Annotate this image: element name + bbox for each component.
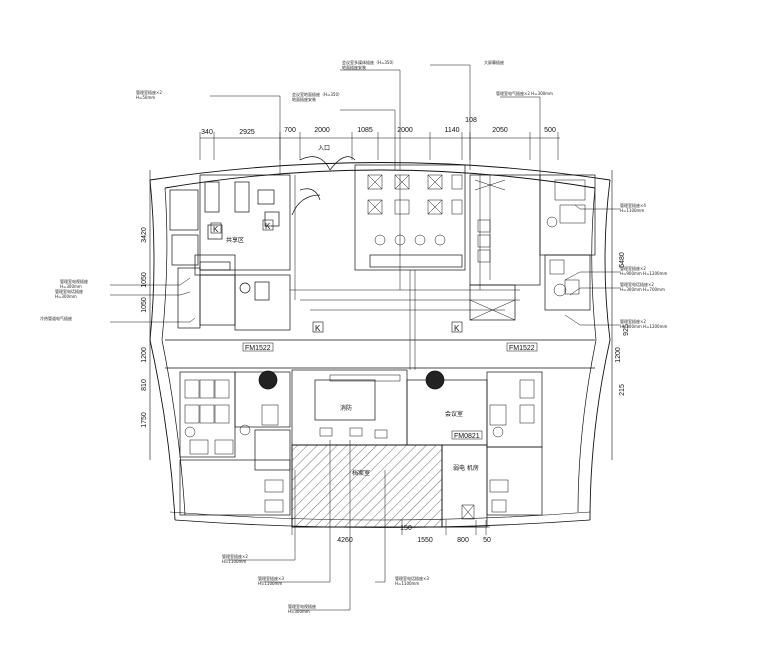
svg-text:冷热管道电气插座: 冷热管道电气插座: [40, 315, 72, 321]
svg-text:K: K: [265, 222, 271, 231]
svg-text:1140: 1140: [444, 127, 459, 134]
annotations: 会议室多媒体插座（H=350）地面插座安装 大屏幕插座 会议室地面插座（H=35…: [40, 59, 667, 614]
svg-text:150: 150: [400, 525, 412, 532]
svg-text:管理室电话插座×2H=300mm H=700mm: 管理室电话插座×2H=300mm H=700mm: [620, 281, 665, 292]
svg-text:管理室插座×2H=900mm H=1200mm: 管理室插座×2H=900mm H=1200mm: [620, 265, 667, 276]
svg-text:800: 800: [457, 537, 469, 544]
svg-text:700: 700: [284, 127, 296, 134]
svg-text:1750: 1750: [141, 412, 148, 428]
archive-hatch: [291, 444, 443, 528]
svg-text:管理室电气插座×2 H=300mm: 管理室电气插座×2 H=300mm: [496, 90, 553, 96]
svg-text:925: 925: [623, 324, 630, 336]
svg-text:管理室插座×2H=1100mm: 管理室插座×2H=1100mm: [222, 553, 248, 564]
bottom-dimension-labels: 4260 1550 800 50 150: [337, 525, 491, 544]
room-fire-control: 消防: [340, 404, 352, 412]
svg-text:2000: 2000: [397, 127, 413, 134]
svg-text:1550: 1550: [417, 537, 433, 544]
room-archive: 档案室: [352, 469, 370, 477]
svg-text:管理室插座×2H=50mm: 管理室插座×2H=50mm: [136, 89, 162, 100]
svg-text:K: K: [454, 324, 460, 333]
svg-text:2000: 2000: [314, 127, 330, 134]
svg-text:50: 50: [483, 537, 491, 544]
svg-text:管理室电话插座×3H=1100mm: 管理室电话插座×3H=1100mm: [395, 575, 429, 586]
svg-text:FM1522: FM1522: [245, 345, 271, 352]
top-dimension-labels: 340 2925 700 2000 1085 2000 1140 108 205…: [201, 117, 556, 136]
room-equipment: 弱电 机房: [453, 464, 479, 472]
svg-text:5480: 5480: [619, 252, 626, 268]
svg-text:会议室多媒体插座（H=350）地面插座安装: 会议室多媒体插座（H=350）地面插座安装: [342, 59, 396, 70]
svg-text:500: 500: [544, 127, 556, 134]
svg-text:1050: 1050: [141, 272, 148, 288]
svg-text:340: 340: [201, 129, 213, 136]
svg-text:K: K: [213, 225, 219, 234]
svg-text:2925: 2925: [239, 129, 255, 136]
svg-text:管理室插座×3H=1100mm: 管理室插座×3H=1100mm: [258, 575, 284, 586]
svg-text:810: 810: [141, 379, 148, 391]
svg-text:215: 215: [619, 384, 626, 396]
svg-text:3420: 3420: [141, 227, 148, 243]
svg-text:大屏幕插座: 大屏幕插座: [484, 59, 504, 65]
svg-text:108: 108: [465, 117, 477, 124]
k-markers: [210, 219, 463, 333]
svg-text:管理室插座×2H=300mm H=1200mm: 管理室插座×2H=300mm H=1200mm: [620, 318, 667, 329]
right-dimension-labels: 5480 1200 925 215: [615, 252, 630, 396]
svg-text:1050: 1050: [141, 297, 148, 313]
svg-text:1200: 1200: [615, 347, 622, 363]
svg-text:FM1522: FM1522: [509, 345, 535, 352]
room-meeting: 会议室: [445, 410, 463, 418]
svg-text:K: K: [315, 324, 321, 333]
svg-text:4260: 4260: [337, 537, 353, 544]
svg-text:2050: 2050: [492, 127, 508, 134]
room-entrance: 入口: [318, 145, 330, 152]
svg-text:FM0821: FM0821: [454, 433, 480, 440]
room-shared-area: 共享区: [226, 236, 244, 244]
svg-text:会议室地面插座（H=350）地面插座安装: 会议室地面插座（H=350）地面插座安装: [292, 91, 342, 102]
svg-text:1200: 1200: [141, 347, 148, 363]
svg-text:1085: 1085: [357, 127, 373, 134]
left-dimension-labels: 3420 1050 1050 1200 810 1750: [141, 227, 148, 428]
door-tags: FM1522 FM1522 FM0821: [242, 342, 538, 440]
svg-text:管理室插座×4H=1100mm: 管理室插座×4H=1100mm: [620, 202, 646, 213]
